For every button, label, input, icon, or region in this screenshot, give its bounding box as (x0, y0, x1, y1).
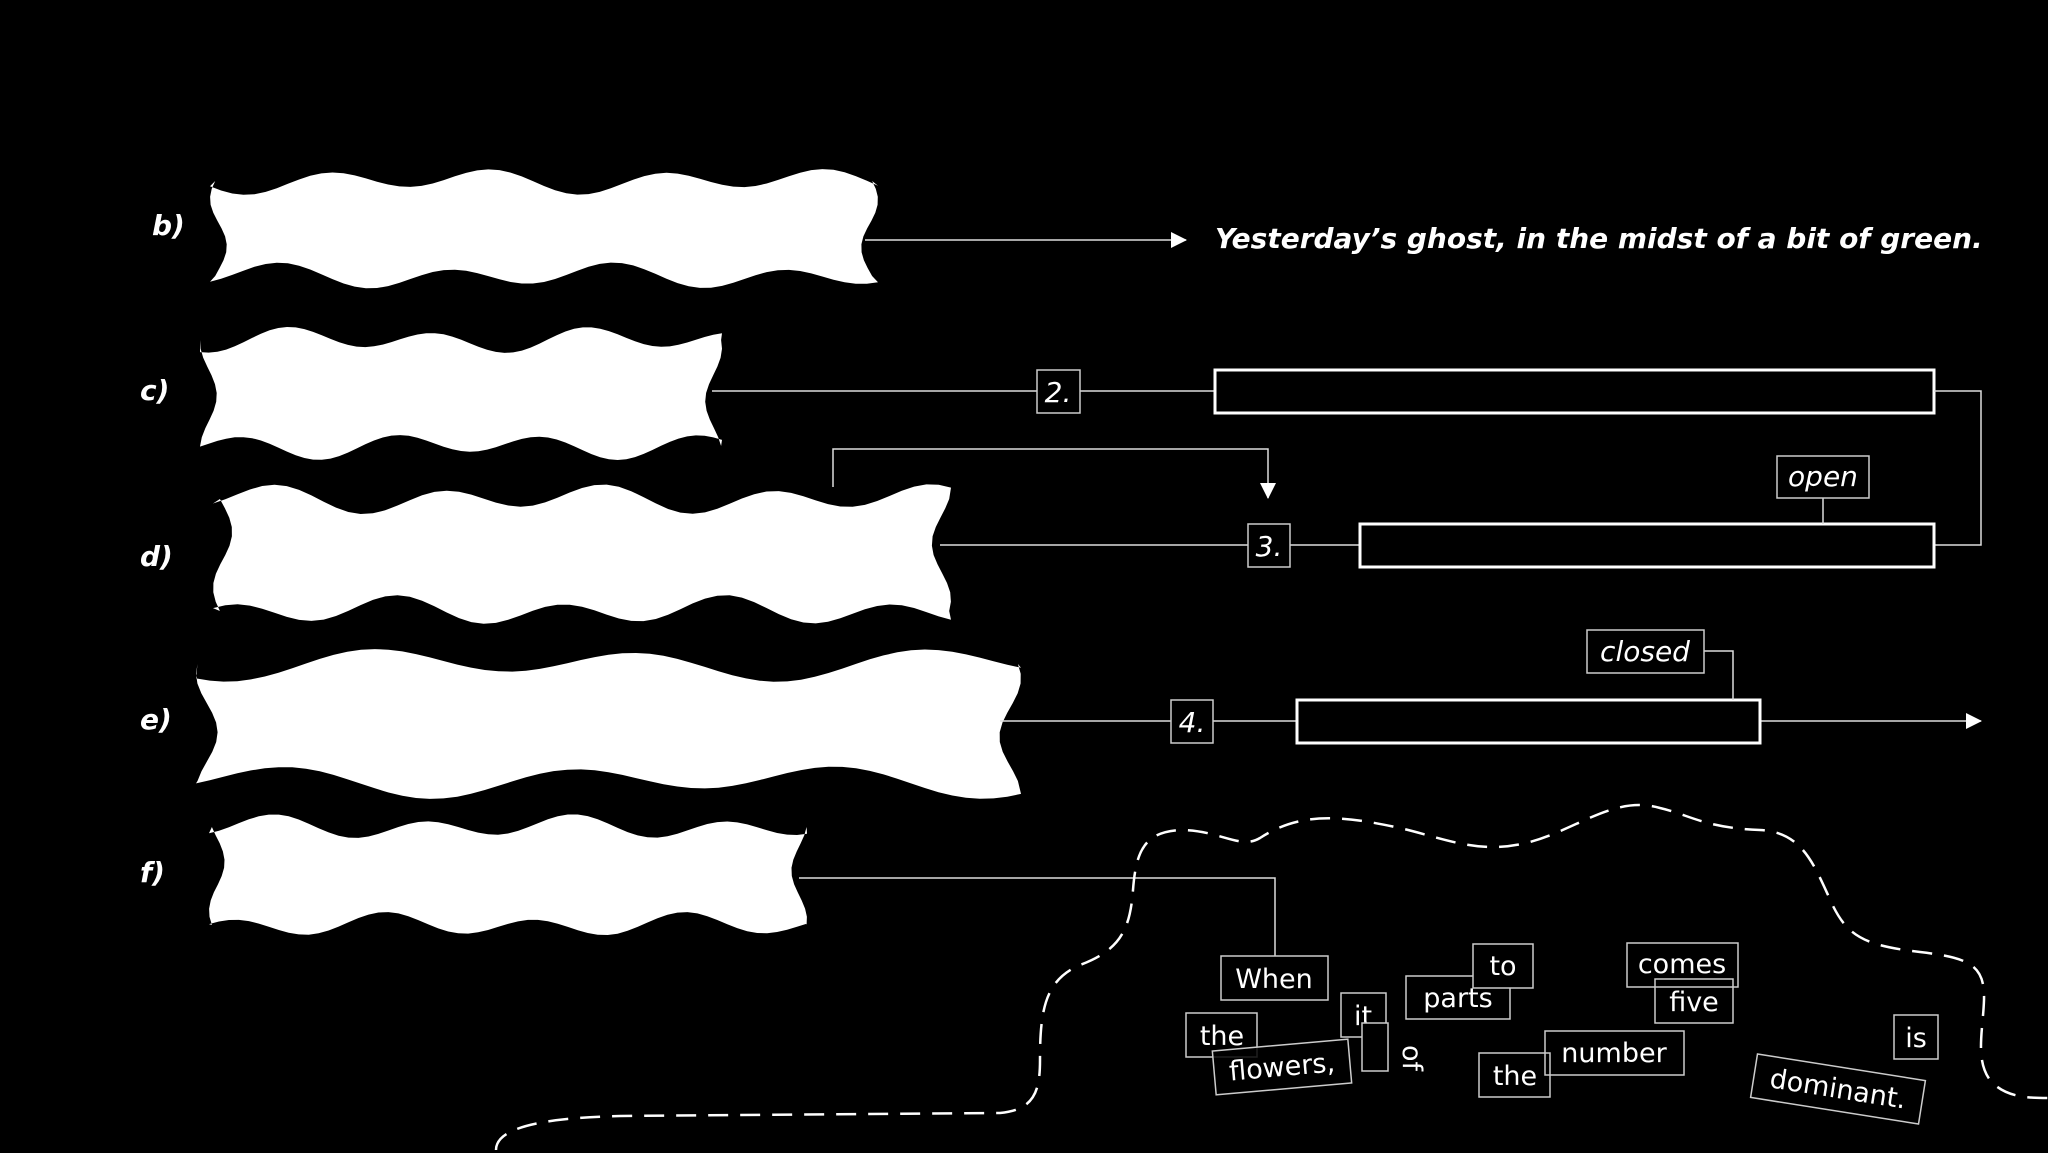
closed-stem (1704, 650, 1734, 700)
blob-e (196, 649, 1021, 799)
svg-text:number: number (1561, 1038, 1667, 1069)
svg-text:of: of (1396, 1045, 1427, 1073)
svg-text:is: is (1905, 1023, 1927, 1054)
word-five: five (1654, 978, 1734, 1024)
blob-f (209, 814, 807, 935)
open-tag: open (1788, 460, 1858, 493)
open-tag-box (1776, 455, 1870, 499)
step-box-4 (1170, 699, 1214, 744)
blob-b (210, 169, 878, 289)
svg-text:When: When (1235, 964, 1313, 995)
connector-f (799, 877, 1276, 957)
bar-c (1213, 368, 1936, 415)
result-sentence: Yesterday’s ghost, in the midst of a bit… (1215, 222, 1983, 255)
step-label-3: 3. (1256, 530, 1283, 563)
word-the-2: the (1478, 1052, 1551, 1098)
svg-text:the: the (1200, 1021, 1244, 1052)
blob-d (213, 484, 951, 624)
bar-e (1295, 698, 1762, 745)
bar-d (1358, 522, 1936, 569)
word-of: of (1361, 1022, 1427, 1073)
step-box-2 (1036, 369, 1081, 414)
loop-arrow-d (832, 448, 1276, 499)
word-when: When (1220, 955, 1329, 1001)
word-is: is (1893, 1014, 1939, 1060)
row-label-c: c) (140, 374, 169, 407)
closed-tag: closed (1600, 635, 1690, 668)
step-label-2: 2. (1045, 376, 1072, 409)
word-flowers: flowers, (1211, 1038, 1353, 1096)
row-label-b: b) (152, 209, 185, 242)
step-label-4: 4. (1179, 706, 1206, 739)
word-number: number (1544, 1030, 1685, 1076)
connector-c-to-d (1934, 390, 1982, 546)
row-label-e: e) (140, 703, 172, 736)
step-box-3 (1247, 523, 1291, 568)
blob-c (200, 327, 722, 460)
row-label-d: d) (140, 540, 173, 573)
svg-text:comes: comes (1638, 949, 1726, 980)
row-label-f: f) (140, 856, 165, 889)
word-to: to (1472, 943, 1534, 989)
word-dominant: dominant. (1749, 1053, 1927, 1125)
closed-tag-box (1586, 629, 1705, 674)
dashed-cloud-outline (494, 803, 2048, 1151)
svg-text:five: five (1669, 987, 1719, 1018)
svg-text:the: the (1493, 1061, 1537, 1092)
svg-text:to: to (1489, 951, 1516, 982)
